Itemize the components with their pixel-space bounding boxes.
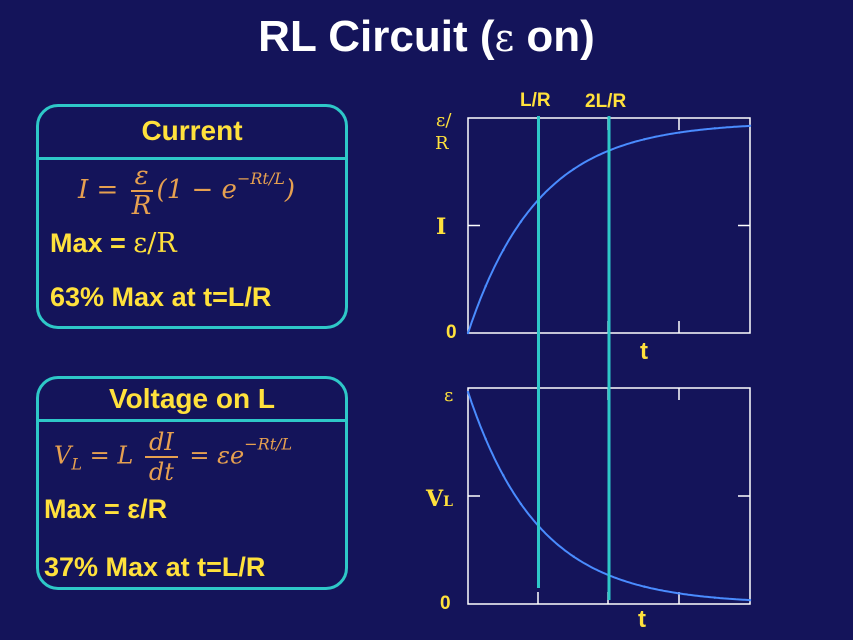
data-point-2-3 — [502, 474, 505, 477]
current-max-label: Max = — [50, 228, 134, 258]
current-formula: I = ε R (1 − e−Rt/L) — [78, 162, 295, 220]
top-y0-label: 0 — [446, 322, 457, 343]
voltage-formula: VL = L dI dt = εe−Rt/L — [54, 428, 292, 486]
data-point-2-2 — [484, 437, 487, 441]
voltage-formula-lhs-sub: L — [71, 454, 82, 474]
title-prefix: RL Circuit ( — [258, 12, 495, 61]
bottom-ylabel-sub: L — [443, 494, 453, 510]
voltage-formula-num: dI — [144, 428, 178, 458]
voltage-formula-fraction: dI dt — [144, 428, 178, 486]
voltage-formula-lhs: V — [54, 441, 72, 470]
marker1-label: L/R — [520, 90, 551, 111]
bottom-ylabel-main: V — [426, 486, 444, 512]
voltage-note: 37% Max at t=L/R — [44, 552, 266, 582]
voltage-formula-den: dt — [148, 458, 174, 486]
top-xlabel: t — [640, 338, 648, 365]
voltage-formula-eq2: = εe — [189, 441, 245, 470]
voltage-max: Max = ε/R — [44, 494, 168, 524]
data-point-1-4 — [519, 220, 523, 223]
data-point-1-9 — [678, 131, 681, 134]
data-point-1-10 — [713, 127, 716, 130]
voltage-formula-exponent: −Rt/L — [244, 434, 293, 454]
data-point-2-9 — [678, 592, 681, 595]
data-point-1-6 — [572, 167, 575, 171]
top-ymax-label-1: ε/ — [436, 110, 452, 131]
bottom-ylabel: VL — [426, 486, 453, 512]
current-note: 63% Max at t=L/R — [50, 282, 272, 312]
title-epsilon: ε — [494, 16, 515, 60]
current-formula-paren: (1 − e — [156, 175, 237, 205]
data-point-1-1 — [466, 331, 470, 335]
current-formula-lhs: I = — [78, 175, 119, 205]
data-point-1-2 — [484, 285, 487, 288]
data-point-1-11 — [748, 124, 752, 127]
current-header: Current — [39, 107, 345, 160]
voltage-formula-eq1: = L — [89, 441, 134, 470]
current-max: Max = ε/R — [50, 228, 177, 259]
title-suffix: on) — [514, 12, 595, 61]
data-point-2-11 — [748, 598, 752, 602]
current-box: Current — [36, 104, 348, 329]
current-formula-den: R — [131, 191, 152, 221]
bottom-y0-label: 0 — [440, 593, 451, 614]
bottom-ymax-label: ε — [444, 385, 454, 406]
current-formula-exponent: −Rt/L — [236, 169, 285, 188]
data-point-2-10 — [713, 596, 716, 599]
current-formula-fraction: ε R — [130, 162, 153, 221]
data-point-1-8 — [643, 138, 646, 141]
bottom-xlabel: t — [638, 606, 646, 633]
data-point-1-3 — [502, 248, 505, 252]
top-ylabel: I — [436, 214, 447, 240]
slide-title: RL Circuit (ε on) — [0, 12, 853, 62]
data-point-2-8 — [643, 585, 646, 588]
marker2-label: 2L/R — [585, 91, 627, 112]
data-point-2-1 — [466, 390, 470, 394]
voltage-header: Voltage on L — [39, 379, 345, 422]
voltage-box: Voltage on L — [36, 376, 348, 590]
current-max-value: ε/R — [133, 228, 177, 259]
data-point-2-6 — [572, 555, 575, 558]
current-formula-close: ) — [284, 175, 295, 205]
top-ymax-label-2: R — [435, 133, 449, 154]
data-point-2-4 — [519, 502, 523, 506]
current-formula-num: ε — [130, 162, 153, 192]
